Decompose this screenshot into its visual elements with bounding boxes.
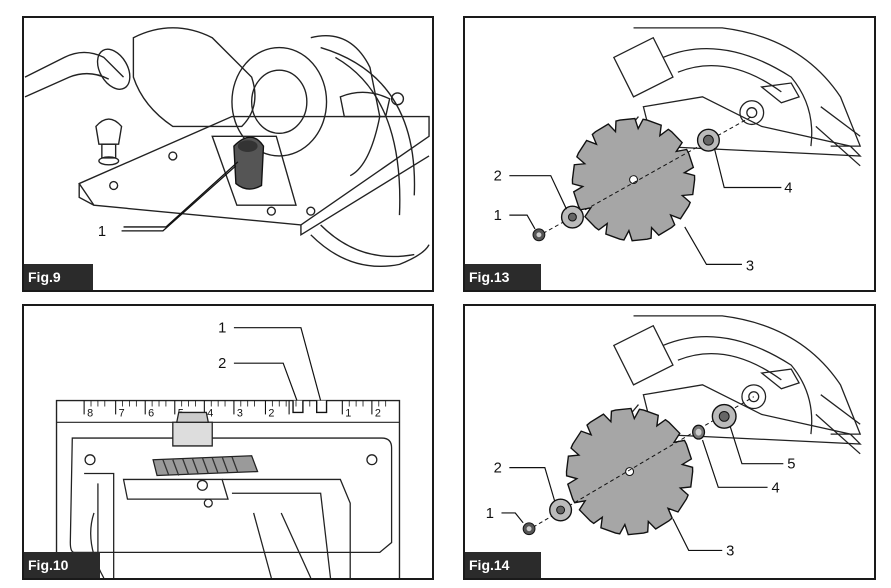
scale-tick-label: 6 <box>148 407 154 419</box>
ring-icon <box>692 424 706 440</box>
scale-tick-label: 1 <box>345 407 351 419</box>
bolt-icon <box>522 522 536 536</box>
blade-removal-illustration: 2 1 4 3 <box>494 27 862 274</box>
fig13-label-3: 3 <box>746 258 754 274</box>
fig14-label-5: 5 <box>787 457 795 473</box>
fig13-label-2: 2 <box>494 169 502 185</box>
fig13-label-4: 4 <box>784 180 792 196</box>
fig14-label-3: 3 <box>726 543 734 559</box>
flange-icon <box>696 128 720 152</box>
cutting-guide-illustration: 876543212 1 <box>55 321 401 578</box>
fig9-label-1: 1 <box>98 224 106 240</box>
fig13-label-1: 1 <box>494 208 502 224</box>
fig10-label-2: 2 <box>218 356 226 372</box>
scale-tick-label: 4 <box>207 407 213 419</box>
flange-icon <box>549 498 573 522</box>
figure-10-panel: 876543212 1 <box>22 304 434 580</box>
scale-tick-label: 8 <box>87 407 93 419</box>
depth-lever-illustration: 1 <box>24 27 430 268</box>
blade-install-illustration: 2 1 4 5 3 <box>486 315 862 559</box>
figure-caption: Fig.13 <box>465 264 542 290</box>
fig14-label-4: 4 <box>772 480 780 496</box>
saw-blade-icon <box>565 407 694 536</box>
fig14-label-2: 2 <box>494 461 502 477</box>
scale-tick-label: 2 <box>268 407 274 419</box>
figure-9-panel: 1 Fig.9 <box>22 16 434 292</box>
fig10-label-1: 1 <box>218 321 226 337</box>
fig14-label-1: 1 <box>486 506 494 522</box>
figure-caption: Fig.10 <box>24 552 101 578</box>
bolt-icon <box>532 228 546 242</box>
figure-caption: Fig.14 <box>465 552 542 578</box>
scale-tick-label: 7 <box>119 407 125 419</box>
flange-icon <box>560 205 584 229</box>
figure-13-panel: 2 1 4 3 Fig.13 <box>463 16 876 292</box>
flange-icon <box>711 403 737 429</box>
saw-blade-icon <box>571 117 696 242</box>
scale-tick-label: 3 <box>237 407 243 419</box>
scale-tick-label: 2 <box>375 407 381 419</box>
figure-caption: Fig.9 <box>24 264 93 290</box>
figure-14-panel: 2 1 4 5 3 Fig.14 <box>463 304 876 580</box>
guide-scale-icon: 876543212 <box>55 399 401 578</box>
lever-icon <box>233 136 265 190</box>
